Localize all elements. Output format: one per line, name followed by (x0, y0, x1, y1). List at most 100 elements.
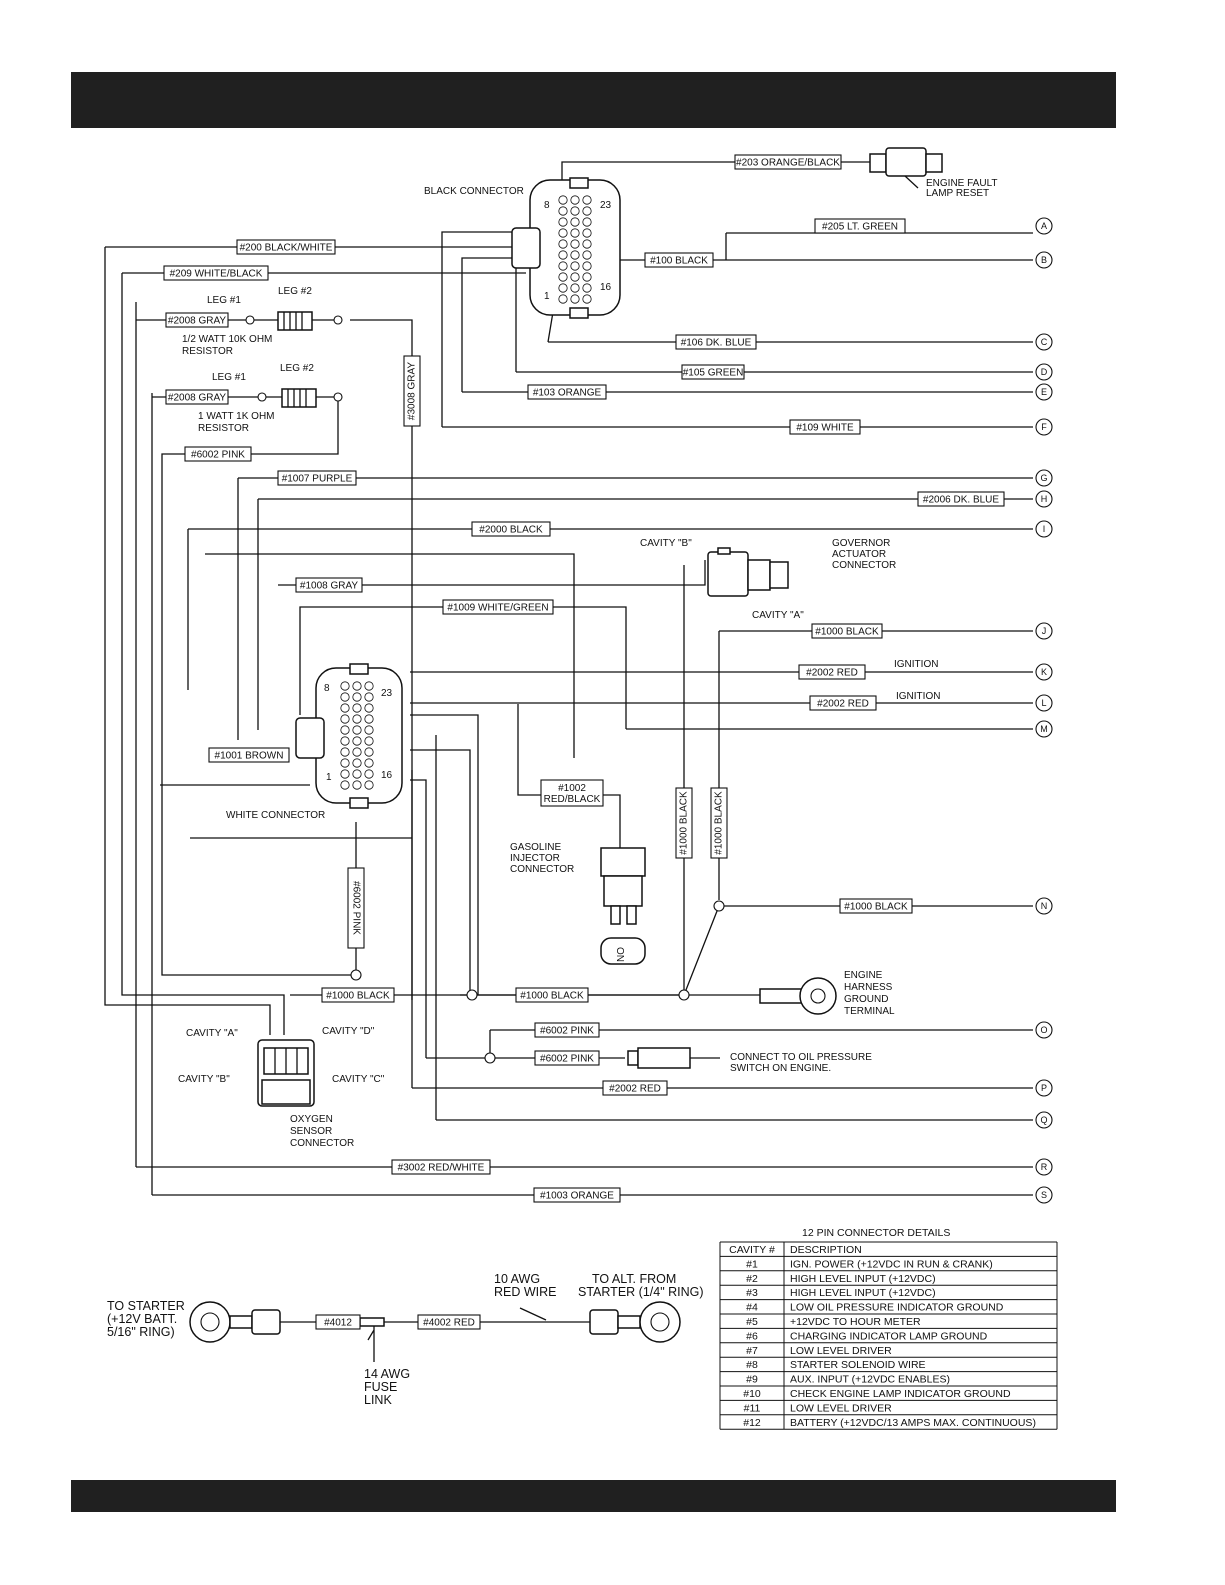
resistor1-label-2: RESISTOR (182, 346, 233, 357)
terminal-circle (1035, 490, 1053, 508)
awg10-label-2: RED WIRE (494, 1285, 557, 1299)
vertical-wire-label: #1000 BLACK (714, 791, 725, 855)
wire-label-box (839, 898, 913, 914)
terminal-letter: B (1041, 255, 1047, 265)
terminal-letter: Q (1040, 1115, 1047, 1125)
connector-pin (582, 294, 592, 304)
wire-label-box (391, 1159, 491, 1175)
wire-label: #2000 BLACK (479, 525, 543, 536)
terminal-circle (1035, 251, 1053, 269)
connector-pin (558, 272, 568, 282)
pin-23-bot: 23 (381, 688, 393, 699)
wire-label: #100 BLACK (650, 256, 708, 267)
engine-harness-ground-terminal (759, 977, 837, 1015)
pin-16-bot: 16 (381, 770, 393, 781)
fuse-label-3: LINK (364, 1393, 392, 1407)
terminal-circle (1035, 1079, 1053, 1097)
awg10-label-1: 10 AWG (494, 1272, 540, 1286)
wire-label: #2008 GRAY (168, 393, 227, 404)
wire-label: #6002 PINK (540, 1026, 594, 1037)
wire-label-box (814, 218, 906, 234)
table-header: CAVITY # (729, 1244, 775, 1256)
terminal-letter: N (1041, 901, 1048, 911)
vertical-wire-labels: #3008 GRAY#6002 PINK#1000 BLACK#1000 BLA… (347, 355, 728, 949)
notes: BLACK CONNECTOR WHITE CONNECTOR ENGINE F… (107, 178, 998, 1407)
wire-label-box (236, 239, 336, 255)
leg1-label-b: LEG #1 (212, 372, 246, 383)
connector-pin (570, 239, 580, 249)
wire-label-box (184, 446, 252, 462)
wire-label-box (534, 1022, 600, 1038)
terminal-circle (1035, 333, 1053, 351)
oxy-cavity-a-label: CAVITY "A" (186, 1028, 238, 1039)
connector-pin (570, 261, 580, 271)
wire-label-box (602, 1080, 668, 1096)
black-connector-label: BLACK CONNECTOR (424, 186, 524, 197)
table-cell: #11 (744, 1402, 761, 1414)
table-cell: AUX. INPUT (+12VDC ENABLES) (790, 1374, 950, 1386)
connector-pin (570, 272, 580, 282)
wire-label: #4002 RED (423, 1318, 475, 1329)
connector-pin (582, 206, 592, 216)
table-cell: CHARGING INDICATOR LAMP GROUND (790, 1330, 988, 1342)
oxy-cavity-c-label: CAVITY "C" (332, 1074, 385, 1085)
oil-label-1: CONNECT TO OIL PRESSURE (730, 1052, 872, 1063)
alt-label-2: STARTER (1/4" RING) (578, 1285, 704, 1299)
wire-label-box (315, 1314, 361, 1330)
wire-label-box (417, 1314, 481, 1330)
connector-pin (582, 195, 592, 205)
wire-label-box (644, 252, 714, 268)
wires (104, 161, 1033, 1196)
oxygen-sensor-connector (257, 1039, 315, 1107)
wire-label: #109 WHITE (796, 423, 854, 434)
wire-label: #106 DK. BLUE (681, 338, 752, 349)
table-cell: HIGH LEVEL INPUT (+12VDC) (790, 1287, 936, 1299)
connector-pin (340, 692, 350, 702)
starter-label-1: TO STARTER (107, 1299, 185, 1313)
wire-label-box (163, 265, 269, 281)
terminal-circle (1035, 363, 1053, 381)
connector-pin (558, 261, 568, 271)
table-cell: LOW LEVEL DRIVER (790, 1402, 892, 1414)
resistor2-label-1: 1 WATT 1K OHM (198, 411, 275, 422)
gasoline-label-3: CONNECTOR (510, 864, 574, 875)
table-cell: #2 (746, 1273, 758, 1285)
connector-pin (364, 747, 374, 757)
terminal-circle (1035, 622, 1053, 640)
vertical-wire-label: #1000 BLACK (679, 791, 690, 855)
connector-pin (582, 283, 592, 293)
wire-label: #1002 (558, 783, 586, 794)
table-cell: #7 (746, 1345, 758, 1357)
wire-label-box (527, 384, 607, 400)
terminal-circle (1035, 1111, 1053, 1129)
terminal-letter: M (1040, 724, 1048, 734)
junctions (350, 900, 725, 1064)
connector-pin (364, 692, 374, 702)
starter-label-3: 5/16" RING) (107, 1325, 175, 1339)
leg1-label-a: LEG #1 (207, 295, 241, 306)
battery-cable (189, 1301, 681, 1362)
terminal-letter: E (1041, 387, 1047, 397)
terminal-circle (1035, 418, 1053, 436)
black-connector (511, 177, 621, 319)
wire-label: #2002 RED (806, 668, 858, 679)
ignition-k-label: IGNITION (894, 659, 938, 670)
wire-label: #103 ORANGE (533, 388, 602, 399)
connector-pin (364, 681, 374, 691)
leg2-label-b: LEG #2 (280, 363, 314, 374)
wire-label-box (295, 577, 363, 593)
wire-label-box (533, 1187, 621, 1203)
wire-label: #4012 (324, 1318, 352, 1329)
terminal-circle (1035, 694, 1053, 712)
connector-pin (340, 681, 350, 691)
table-cell: #10 (743, 1388, 761, 1400)
wire-label-box (165, 389, 229, 405)
connector-pin (364, 703, 374, 713)
connector-pin (352, 780, 362, 790)
governor-label-2: ACTUATOR (832, 549, 886, 560)
wire-label: #6002 PINK (191, 450, 245, 461)
terminal-circle (1035, 663, 1053, 681)
connector-pin (582, 261, 592, 271)
connector-pin (570, 294, 580, 304)
